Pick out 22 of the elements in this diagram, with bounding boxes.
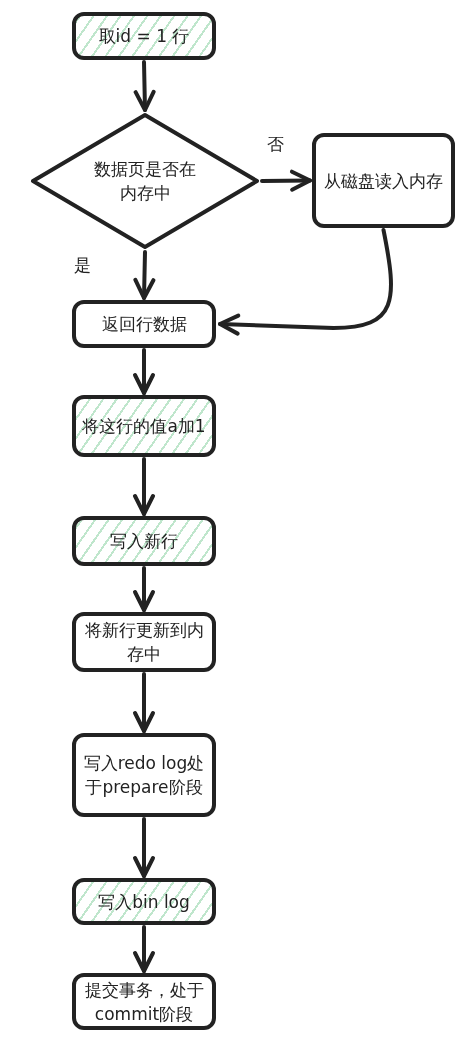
process-box: 从磁盘读入内存 [312, 133, 455, 228]
process-box: 返回行数据 [72, 300, 216, 348]
arrow [133, 672, 155, 733]
process-box: 写入redo log处于prepare阶段 [72, 733, 216, 817]
arrow [133, 250, 156, 300]
arrow [133, 457, 155, 516]
arrow [133, 925, 155, 973]
edge-label: 否 [265, 134, 286, 154]
arrow [133, 60, 156, 112]
process-box: 提交事务，处于commit阶段 [72, 973, 216, 1030]
process-box: 将这行的值a加1 [72, 395, 216, 457]
arrow [133, 566, 155, 612]
process-box: 取id = 1 行 [72, 12, 216, 60]
arrow [133, 817, 155, 878]
decision-diamond: 数据页是否在内存中 [30, 112, 260, 250]
arrow [133, 348, 155, 395]
process-box: 将新行更新到内存中 [72, 612, 216, 672]
process-box: 写入新行 [72, 516, 216, 566]
arrow [218, 228, 393, 336]
arrow [260, 169, 312, 192]
process-box: 写入bin log [72, 878, 216, 925]
edge-label: 是 [72, 255, 93, 275]
